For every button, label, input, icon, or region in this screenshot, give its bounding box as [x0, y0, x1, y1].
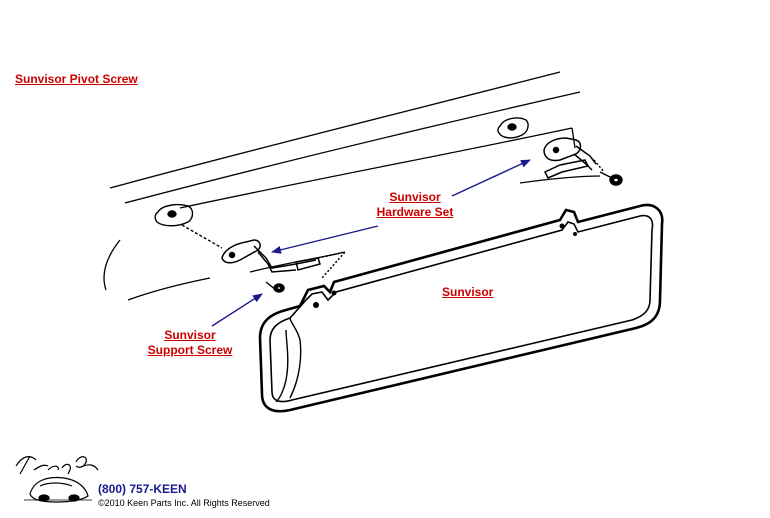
left-pivot-mount [154, 203, 223, 249]
roof-outline [103, 71, 601, 301]
keen-parts-logo [15, 455, 99, 503]
sunvisor-panel [258, 203, 664, 413]
sunvisor-support-screw-label[interactable]: Sunvisor Support Screw [140, 328, 240, 358]
arrow-hardware-left [271, 225, 379, 254]
arrow-hardware-right [451, 159, 531, 197]
support-screw-line1[interactable]: Sunvisor [164, 328, 216, 342]
sunvisor-label[interactable]: Sunvisor [442, 285, 494, 299]
leader-arrows [211, 159, 531, 327]
right-pivot-mount [497, 117, 529, 139]
right-hinge-bracket [543, 137, 605, 179]
support-screw-line2[interactable]: Support Screw [147, 343, 233, 357]
pivot-screw [599, 171, 623, 186]
hardware-set-line1[interactable]: Sunvisor [389, 190, 441, 204]
support-screw [265, 281, 285, 293]
left-hinge-bracket [221, 239, 348, 279]
footer-phone: (800) 757-KEEN [98, 482, 187, 496]
sunvisor-hardware-set-label[interactable]: Sunvisor Hardware Set [365, 190, 465, 220]
hardware-set-line2[interactable]: Hardware Set [376, 205, 454, 219]
footer-copyright: ©2010 Keen Parts Inc. All Rights Reserve… [98, 498, 270, 508]
sunvisor-pivot-screw-label[interactable]: Sunvisor Pivot Screw [15, 72, 138, 86]
arrow-support-screw [211, 293, 263, 327]
